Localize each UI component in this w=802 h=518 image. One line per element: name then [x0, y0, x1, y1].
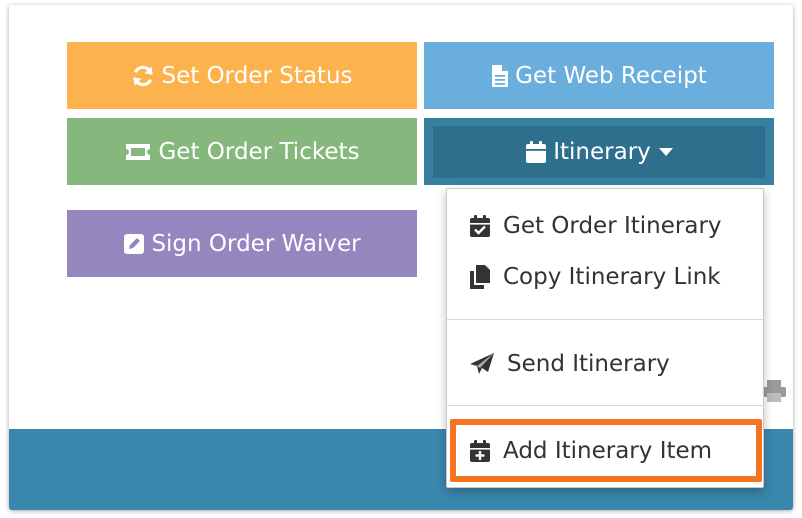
menu-item-get-order-itinerary[interactable]: Get Order Itinerary [447, 203, 763, 249]
highlight-box [450, 419, 762, 482]
menu-item-label: Send Itinerary [507, 351, 670, 377]
get-order-tickets-button[interactable]: Get Order Tickets [67, 118, 417, 185]
menu-item-label: Get Order Itinerary [503, 213, 722, 239]
sync-icon [133, 65, 154, 86]
set-order-status-button[interactable]: Set Order Status [67, 42, 417, 109]
menu-item-label: Add Itinerary Item [503, 438, 713, 464]
calendar-icon [526, 141, 547, 163]
menu-item-label: Copy Itinerary Link [503, 264, 721, 290]
get-web-receipt-button[interactable]: Get Web Receipt [424, 42, 774, 109]
print-icon[interactable] [761, 379, 787, 403]
sign-order-waiver-label: Sign Order Waiver [151, 230, 361, 257]
paper-plane-icon [470, 353, 494, 374]
menu-divider [447, 405, 763, 406]
itinerary-dropdown-menu: Get Order Itinerary Copy Itinerary Link … [446, 188, 764, 488]
sign-order-waiver-button[interactable]: Sign Order Waiver [67, 210, 417, 277]
itinerary-dropdown-button[interactable]: Itinerary [433, 126, 765, 178]
itinerary-dropdown-wrapper: Itinerary [424, 118, 774, 185]
caret-down-icon [658, 148, 673, 156]
get-order-tickets-label: Get Order Tickets [158, 138, 360, 165]
itinerary-label: Itinerary [553, 139, 651, 165]
copy-icon [470, 265, 490, 289]
ticket-icon [126, 143, 151, 160]
file-text-icon [492, 64, 509, 87]
menu-item-add-itinerary-item[interactable]: Add Itinerary Item [447, 428, 763, 474]
menu-item-send-itinerary[interactable]: Send Itinerary [447, 341, 763, 387]
get-web-receipt-label: Get Web Receipt [515, 62, 707, 89]
calendar-check-icon [470, 215, 490, 237]
edit-icon [124, 233, 145, 254]
menu-item-copy-itinerary-link[interactable]: Copy Itinerary Link [447, 254, 763, 300]
menu-divider [447, 319, 763, 320]
calendar-plus-icon [470, 440, 490, 462]
set-order-status-label: Set Order Status [161, 62, 353, 89]
